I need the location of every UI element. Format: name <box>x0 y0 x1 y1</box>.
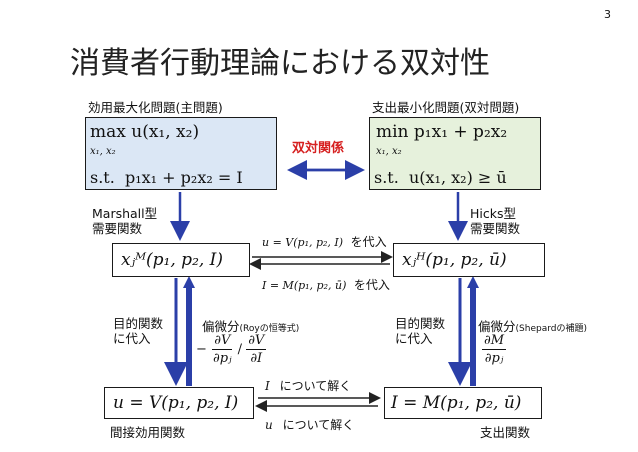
dual-problem-box: min p₁x₁ + p₂x₂ x₁, x₂ s.t. u(x₁, x₂) ≥ … <box>369 117 541 190</box>
roy-partial-label: 偏微分 <box>202 319 240 334</box>
left-up-bar <box>186 282 192 386</box>
substitute-V-text: を代入 <box>350 235 387 249</box>
roy-identity-label: 偏微分(Royの恒等式) <box>202 316 299 335</box>
primal-objective: max u(x₁, x₂) <box>90 122 200 142</box>
page-title: 消費者行動理論における双対性 <box>70 46 490 81</box>
shephard-num: ∂M <box>482 333 507 350</box>
page-number: 3 <box>604 8 611 21</box>
substitute-V-label: u = V(p₁, p₂, I) を代入 <box>262 233 387 250</box>
shephard-partial-label: 偏微分 <box>478 319 516 334</box>
left-objective-substitute-label: 目的関数 に代入 <box>113 316 164 346</box>
right-objective-substitute-label: 目的関数 に代入 <box>395 316 446 346</box>
shephard-lemma-label: 偏微分(Shepardの補題) <box>478 316 587 335</box>
shephard-note: (Shepardの補題) <box>515 324 587 334</box>
substitute-V-math: u = V(p₁, p₂, I) <box>262 236 344 249</box>
roy-formula: − ∂V ∂pⱼ / ∂V ∂I <box>196 333 267 366</box>
substitute-M-math: I = M(p₁, p₂, ū) <box>262 279 347 292</box>
solve-I-label: I について解く <box>265 377 351 394</box>
solve-u-text: について解く <box>282 418 355 432</box>
substitute-M-text: を代入 <box>353 278 390 292</box>
roy-note: (Royの恒等式) <box>239 324 300 334</box>
solve-I-math: I <box>265 379 270 393</box>
roy-num-2: ∂V <box>246 333 267 350</box>
roy-sign: − <box>196 342 207 357</box>
marshall-label: Marshall型 需要関数 <box>92 206 158 236</box>
right-heading: 支出最小化問題(双対問題) <box>372 100 520 115</box>
solve-u-math: u <box>265 418 273 432</box>
indirect-utility-label: 間接効用関数 <box>110 425 186 440</box>
dual-constraint: s.t. u(x₁, x₂) ≥ ū <box>374 168 507 187</box>
expenditure-function-box: I = M(p₁, p₂, ū) <box>384 387 542 419</box>
roy-num-1: ∂V <box>212 333 233 350</box>
roy-den-2: ∂I <box>250 351 263 366</box>
solve-u-label: u について解く <box>265 416 354 433</box>
hicks-demand: xⱼᴴ(p₁, p₂, ū) <box>402 250 507 270</box>
hicks-demand-box: xⱼᴴ(p₁, p₂, ū) <box>393 243 545 277</box>
solve-I-text: について解く <box>279 379 352 393</box>
marshall-demand: xⱼᴹ(p₁, p₂, I) <box>121 250 224 270</box>
shephard-formula: ∂M ∂pⱼ <box>482 333 507 366</box>
left-heading: 効用最大化問題(主問題) <box>88 100 223 115</box>
roy-frac-1: ∂V ∂pⱼ <box>211 334 233 365</box>
hicks-label: Hicks型 需要関数 <box>470 206 521 236</box>
substitute-M-label: I = M(p₁, p₂, ū) を代入 <box>262 276 390 293</box>
indirect-utility-box: u = V(p₁, p₂, I) <box>104 387 254 419</box>
shephard-frac: ∂M ∂pⱼ <box>482 333 507 366</box>
shephard-den: ∂pⱼ <box>484 351 504 366</box>
duality-label: 双対関係 <box>292 141 345 156</box>
primal-constraint: s.t. p₁x₁ + p₂x₂ = I <box>90 168 243 187</box>
roy-frac-2: ∂V ∂I <box>246 333 267 366</box>
primal-objective-sub: x₁, x₂ <box>90 146 116 157</box>
marshall-demand-box: xⱼᴹ(p₁, p₂, I) <box>112 243 250 277</box>
primal-problem-box: max u(x₁, x₂) x₁, x₂ s.t. p₁x₁ + p₂x₂ = … <box>85 117 277 190</box>
expenditure-label: 支出関数 <box>480 425 531 440</box>
dual-objective-sub: x₁, x₂ <box>376 146 402 157</box>
roy-den-1: ∂pⱼ <box>213 351 232 366</box>
right-up-bar <box>470 282 476 386</box>
indirect-utility: u = V(p₁, p₂, I) <box>113 393 239 413</box>
expenditure-function: I = M(p₁, p₂, ū) <box>391 393 522 413</box>
dual-objective: min p₁x₁ + p₂x₂ <box>376 122 508 142</box>
